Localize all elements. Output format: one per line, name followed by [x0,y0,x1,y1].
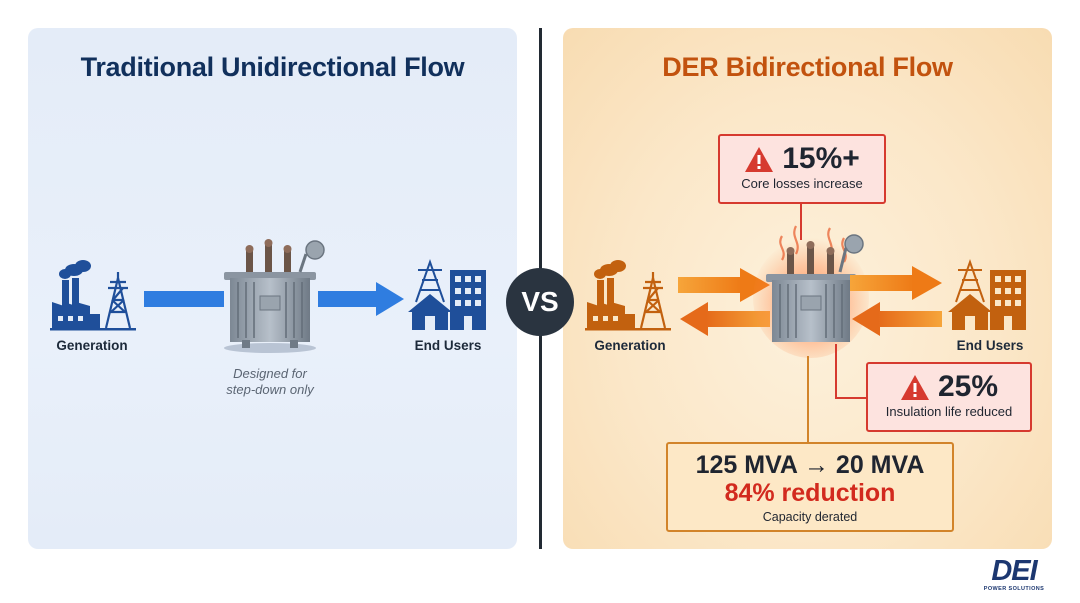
capacity-derated-text: Capacity derated [762,510,858,524]
building-icon [990,270,1026,330]
flow-arrow-right [144,291,224,307]
overheated-transformer-icon [753,225,869,358]
capacity-derated-callout: 125 MVA → 20 MVA 84% reduction Capacity … [666,442,954,532]
core-losses-text: Core losses increase [741,176,863,191]
right-end-users-label: End Users [956,338,1024,353]
left-generation-label: Generation [56,338,128,353]
building-icon [450,270,486,330]
capacity-reduction: 84% reduction [724,479,896,507]
capacity-mva-change: 125 MVA → 20 MVA [695,451,925,479]
insulation-life-callout: 25% Insulation life reduced [866,362,1032,432]
power-plant-icon [50,260,136,331]
left-end-users-label: End Users [414,338,482,353]
core-losses-callout: 15%+ Core losses increase [718,134,886,204]
logo-tagline: POWER SOLUTIONS [983,586,1045,592]
flow-arrow-right [850,266,942,300]
right-generation-label: Generation [594,338,666,353]
house-icon [408,258,452,330]
insulation-life-text: Insulation life reduced [885,404,1013,419]
flow-arrow-right [318,282,404,316]
traditional-flow-title: Traditional Unidirectional Flow [80,52,465,82]
logo-mark: DEI [991,555,1037,587]
transformer-icon [224,239,325,353]
der-flow-title: DER Bidirectional Flow [662,52,953,82]
house-icon [948,258,992,330]
core-losses-value: 15%+ [782,142,860,175]
vs-badge: VS [506,268,574,336]
flow-arrow-left [680,302,770,336]
flow-arrow-left [852,302,942,336]
power-plant-icon [585,260,671,331]
insulation-life-value: 25% [937,370,999,403]
warning-icon [900,374,929,400]
warning-icon [745,146,774,172]
dei-logo: DEI POWER SOLUTIONS [978,556,1050,592]
